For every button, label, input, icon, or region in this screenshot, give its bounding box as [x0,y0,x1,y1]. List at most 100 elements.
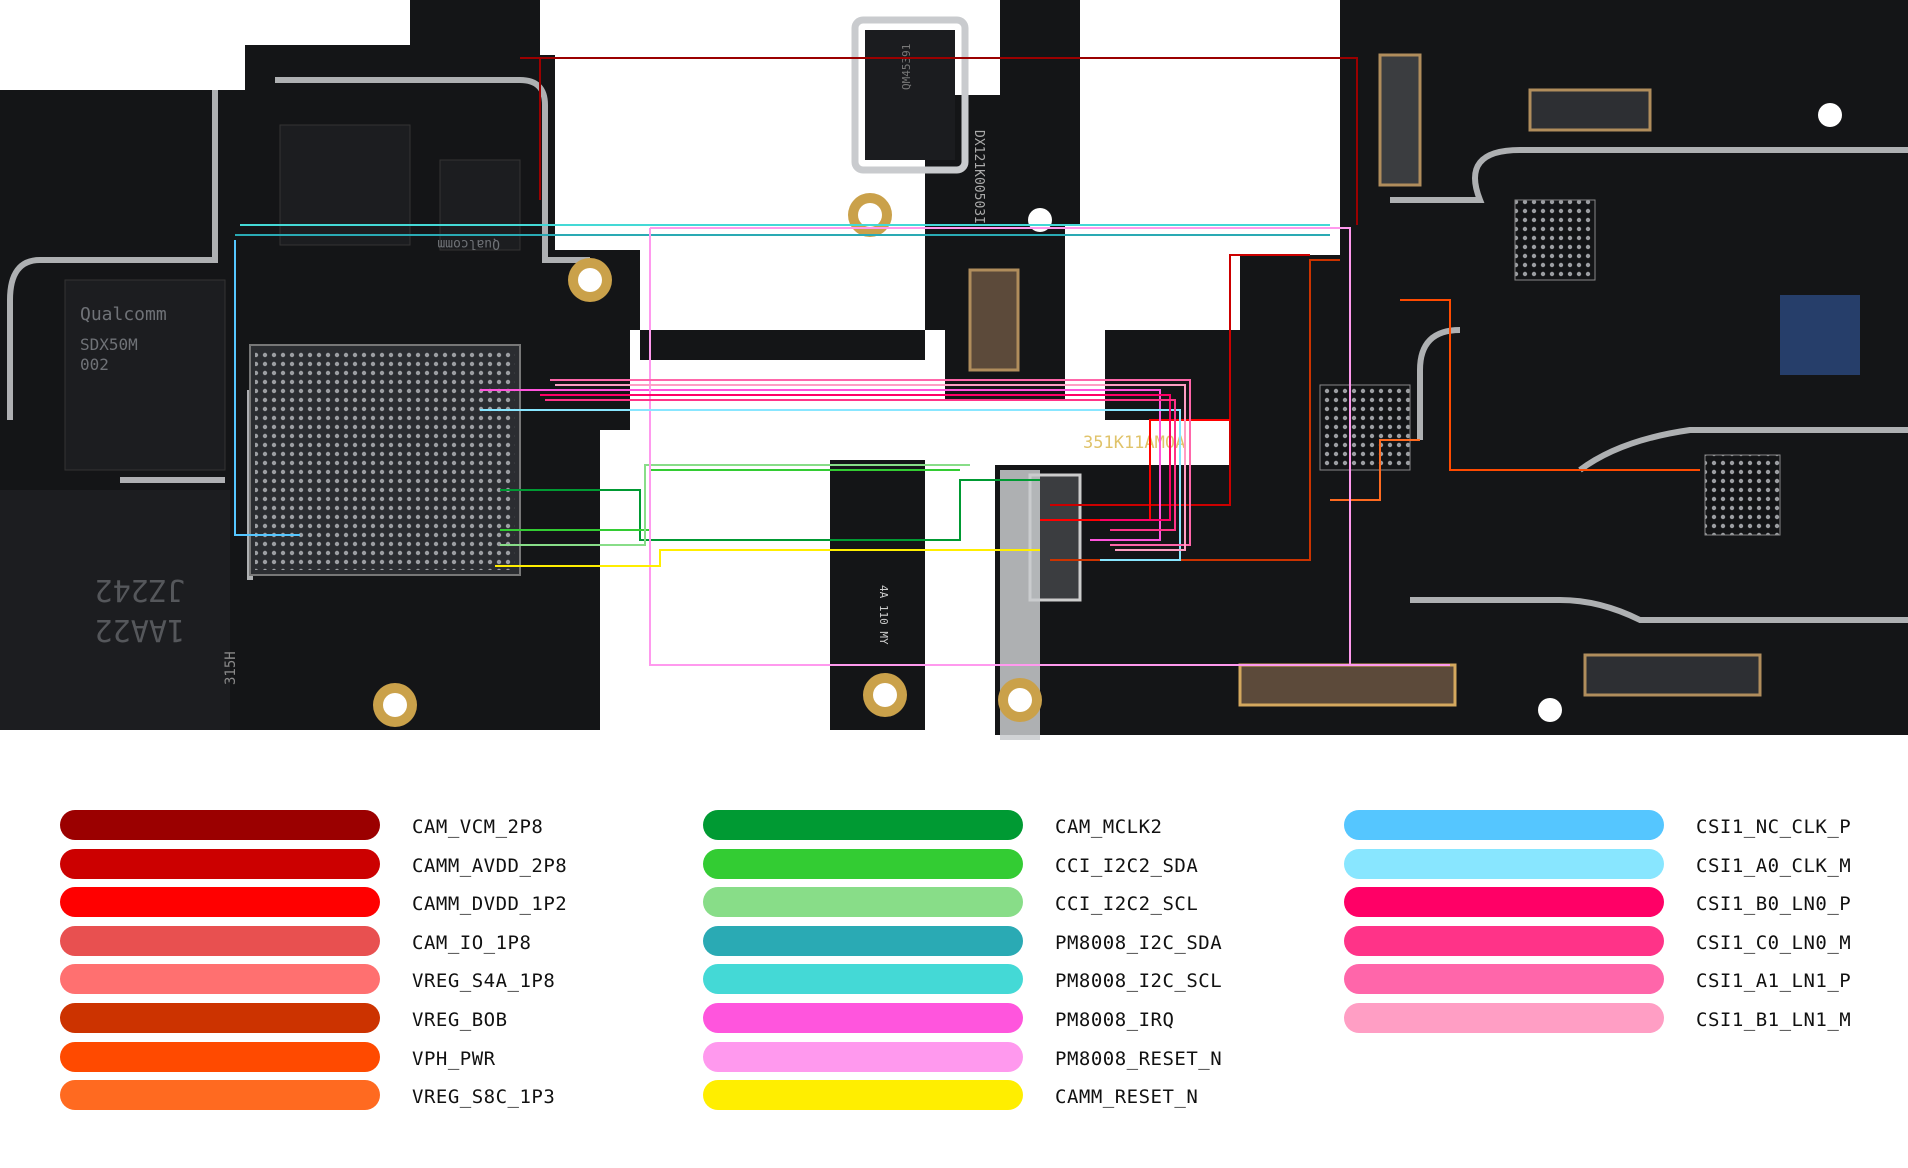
legend-item: PM8008_I2C_SDA [703,925,1303,958]
mid-chip-mark: QM45391 [900,44,913,90]
legend-item: PM8008_IRQ [703,1003,1303,1035]
modem-chip [64,279,226,471]
legend-label: CCI_I2C2_SCL [1055,893,1199,916]
connector-right-bottom [1583,653,1762,697]
modem-code: 002 [80,355,109,374]
trace-s8c [1330,439,1420,501]
pcb-board: Qualcomm SDX50M 002 Qualcomm JZ242 1AA22… [0,0,1908,740]
vertical-mark: DX121K00503I [971,130,986,224]
legend-item: CSI1_B1_LN1_M [1344,1003,1908,1035]
trace-camm-reset [495,549,1040,567]
legend-label: CAM_VCM_2P8 [412,816,544,838]
lower-left-mark-2: 1AA22 [95,612,185,647]
modem-brand: Qualcomm [80,304,167,325]
legend-swatch [60,964,380,995]
lower-left-mark: JZ242 [95,572,185,607]
legend-swatch [1344,1003,1664,1033]
legend-swatch [60,1003,380,1033]
trace-cam-vcm [520,57,1358,225]
legend-swatch [1344,848,1664,879]
legend-item: CAMM_AVDD_2P8 [60,848,660,881]
upper-chip [279,124,411,246]
legend-swatch [60,1041,380,1072]
legend-swatch [703,848,1023,879]
legend-item: CSI1_C0_LN0_M [1344,925,1908,958]
legend-swatch [60,810,380,840]
legend-label: CSI1_C0_LN0_M [1696,931,1852,954]
legend-swatch [1344,964,1664,995]
right-bga-1 [1319,384,1411,471]
legend-swatch [703,1003,1023,1033]
legend-swatch [703,810,1023,840]
legend-item: CAMM_DVDD_1P2 [60,887,660,919]
connector-top [1378,53,1422,187]
trace-camm-avdd [1050,254,1310,506]
legend-item: CSI1_A1_LN1_P [1344,964,1908,996]
trace-mclk [500,479,1040,541]
legend-label: CSI1_NC_CLK_P [1696,816,1852,838]
legend-item: CSI1_NC_CLK_P [1344,810,1908,842]
legend-label: CSI1_B0_LN0_P [1696,893,1852,916]
legend-item: CCI_I2C2_SCL [703,887,1303,919]
right-board [995,0,1908,735]
legend-swatch [703,1041,1023,1072]
legend-item: CAM_VCM_2P8 [60,810,660,842]
modem-model: SDX50M [80,335,138,354]
side-mark: 315H [223,651,239,685]
legend-label: PM8008_I2C_SDA [1055,931,1223,954]
trace-csi-ln0-m [545,399,1176,531]
legend-label: CSI1_A1_LN1_P [1696,970,1852,993]
legend-swatch [1344,887,1664,918]
small-chip-mark: 4A 110 MY [877,585,890,645]
legend-label: VREG_S8C_1P3 [412,1086,556,1109]
legend-item: VREG_BOB [60,1003,660,1035]
legend-label: CAMM_DVDD_1P2 [412,893,568,916]
connector-right-top [1528,88,1652,132]
legend-label: CCI_I2C2_SDA [1055,854,1199,877]
connector-bottom [1238,663,1457,707]
trace-csi-ln0-p [540,394,1171,521]
trace-csi-ln1-m [555,384,1186,551]
legend-swatch [703,964,1023,995]
legend-item: CSI1_B0_LN0_P [1344,887,1908,919]
legend-swatch [703,1080,1023,1111]
legend-label: CSI1_B1_LN1_M [1696,1009,1852,1031]
legend-item: PM8008_RESET_N [703,1041,1303,1074]
trace-pm-irq [480,389,1161,541]
legend-item: VPH_PWR [60,1041,660,1074]
legend-item: CSI1_A0_CLK_M [1344,848,1908,881]
legend-swatch [703,887,1023,918]
trace-csi-ln1-p [550,379,1191,546]
legend-label: CSI1_A0_CLK_M [1696,854,1852,877]
legend-label: CAMM_RESET_N [1055,1086,1199,1109]
trace-i2c-scl [500,464,970,546]
legend-item: CAM_IO_1P8 [60,925,660,958]
right-bga-3 [1514,199,1596,281]
trace-csi-clk-p [234,240,300,536]
legend-item: CAM_MCLK2 [703,810,1303,842]
right-bga-2 [1704,454,1781,536]
legend-item: VREG_S4A_1P8 [60,964,660,996]
legend-swatch [60,848,380,879]
legend-label: PM8008_I2C_SCL [1055,970,1223,993]
trace-pm-reset [649,227,1450,666]
legend-swatch [1344,810,1664,840]
legend-item: CAMM_RESET_N [703,1080,1303,1112]
legend-item: PM8008_I2C_SCL [703,964,1303,996]
legend-label: PM8008_IRQ [1055,1009,1175,1031]
legend-label: VREG_BOB [412,1009,508,1031]
legend-label: PM8008_RESET_N [1055,1047,1223,1070]
legend-swatch [1344,925,1664,956]
legend-label: CAM_MCLK2 [1055,816,1163,838]
legend-swatch [60,887,380,918]
trace-csi-clk-m [480,409,1181,561]
legend-label: VREG_S4A_1P8 [412,970,556,993]
connector-mid [968,268,1020,372]
legend-label: CAMM_AVDD_2P8 [412,854,568,877]
right-chip-blue [1780,295,1860,375]
legend-item: CCI_I2C2_SDA [703,848,1303,881]
trace-vph [1400,299,1700,471]
mid-shield [851,16,969,174]
legend-label: CAM_IO_1P8 [412,931,532,954]
legend-swatch [703,925,1023,956]
